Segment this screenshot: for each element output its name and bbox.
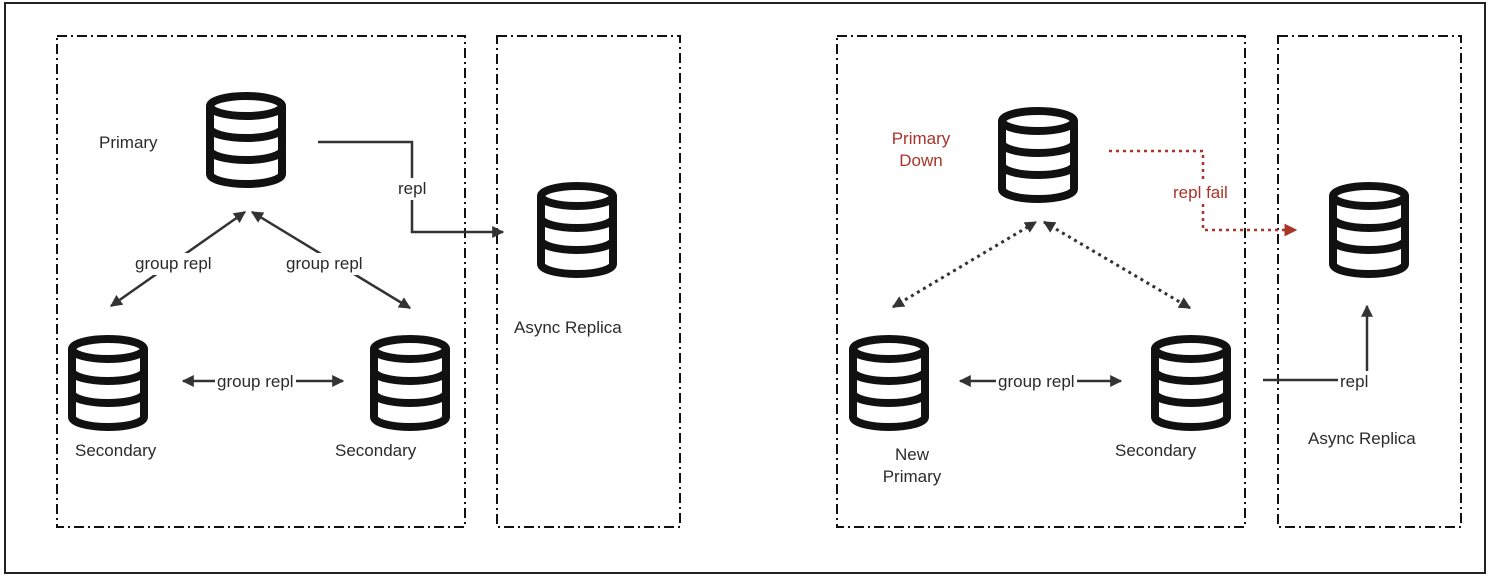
async-replica-database-icon (541, 186, 613, 274)
left-group-box (56, 35, 466, 528)
broken-link-left (891, 220, 1038, 309)
secondary-database-icon (1155, 339, 1227, 427)
repl-label-left: repl (396, 178, 429, 200)
secondary-right-label: Secondary (335, 441, 417, 460)
repl-label-right: repl (1338, 371, 1371, 393)
new-primary-database-icon (853, 339, 925, 427)
repl-fail-label: repl fail (1171, 182, 1230, 204)
new-primary-line1: New (894, 445, 929, 464)
secondary-left-label: Secondary (75, 441, 157, 460)
primary-down-line2: Down (899, 151, 943, 170)
group-repl-label-bottom-left: group repl (215, 371, 296, 393)
outer-frame (4, 2, 1486, 574)
group-repl-label-right: group repl (284, 253, 365, 275)
primary-down-label: Primary Down (880, 128, 962, 172)
primary-down-database-icon (1002, 111, 1074, 199)
primary-down-line1: Primary (891, 129, 951, 148)
secondary-label-right: Secondary (1115, 441, 1197, 460)
primary-database-icon (210, 96, 282, 184)
right-group-box (836, 35, 1246, 528)
group-repl-label-bottom-right: group repl (996, 371, 1077, 393)
new-primary-line2: Primary (882, 467, 942, 486)
new-primary-label: New Primary (870, 444, 954, 488)
secondary-right-database-icon (374, 339, 446, 427)
left-async-box (496, 35, 681, 528)
async-replica-right-database-icon (1333, 186, 1405, 274)
group-repl-label-left: group repl (133, 253, 214, 275)
right-async-box (1277, 35, 1462, 528)
async-replica-label-left: Async Replica (514, 318, 622, 337)
async-replica-label-right: Async Replica (1308, 429, 1416, 448)
broken-link-right (1042, 220, 1192, 310)
secondary-left-database-icon (72, 339, 144, 427)
primary-label: Primary (99, 133, 158, 152)
